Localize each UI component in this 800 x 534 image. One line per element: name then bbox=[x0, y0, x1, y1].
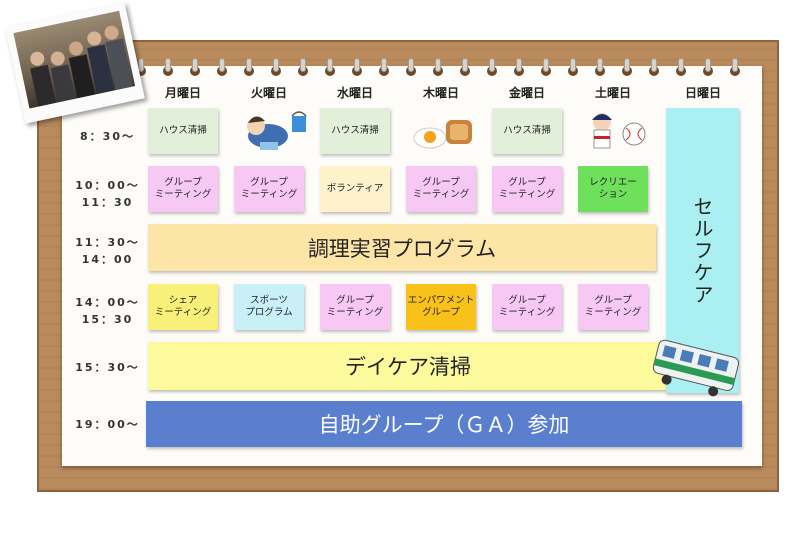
selfcare-label: セルフケア bbox=[690, 195, 714, 306]
train-icon bbox=[648, 334, 740, 404]
binder-ring bbox=[570, 58, 576, 72]
time-label-1900: 19：00～ bbox=[75, 418, 140, 431]
note-mon-house-cleaning: ハウス清掃 bbox=[148, 108, 218, 154]
cooking-program-band: 調理実習プログラム bbox=[148, 224, 656, 271]
time-label-1000: 10：00～11：30 bbox=[75, 179, 140, 209]
cleaning-illustration-icon bbox=[240, 106, 312, 156]
daycare-cleaning-band: デイケア清掃 bbox=[148, 342, 668, 390]
time-label-1530: 15：30～ bbox=[75, 361, 140, 374]
group-photo bbox=[5, 2, 145, 124]
time-label-1130: 11：30～14：00 bbox=[75, 236, 140, 266]
selfcare-column: セルフケア bbox=[666, 108, 739, 393]
note-sat-group-meeting: グループ ミーティング bbox=[578, 284, 648, 330]
baseball-icon bbox=[582, 106, 654, 156]
binder-ring bbox=[381, 58, 387, 72]
binder-ring bbox=[516, 58, 522, 72]
day-header-saturday: 土曜日 bbox=[594, 86, 631, 100]
binder-ring bbox=[435, 58, 441, 72]
binder-ring bbox=[408, 58, 414, 72]
note-wed-volunteer: ボランティア bbox=[320, 166, 390, 212]
note-fri-group-meeting: グループ ミーティング bbox=[492, 166, 562, 212]
note-fri-group-meeting: グループ ミーティング bbox=[492, 284, 562, 330]
binder-ring bbox=[651, 58, 657, 72]
note-thu-empowerment-group: エンパワメント グループ bbox=[406, 284, 476, 330]
breakfast-icon bbox=[412, 110, 478, 154]
note-wed-group-meeting: グループ ミーティング bbox=[320, 284, 390, 330]
day-header-tuesday: 火曜日 bbox=[250, 86, 287, 100]
binder-ring bbox=[219, 58, 225, 72]
note-fri-house-cleaning: ハウス清掃 bbox=[492, 108, 562, 154]
binder-ring bbox=[300, 58, 306, 72]
binder-ring bbox=[192, 58, 198, 72]
binder-ring bbox=[705, 58, 711, 72]
binder-ring bbox=[462, 58, 468, 72]
binder-ring bbox=[165, 58, 171, 72]
binder-ring bbox=[489, 58, 495, 72]
day-header-wednesday: 水曜日 bbox=[336, 86, 373, 100]
time-label-1400: 14：00～15：30 bbox=[75, 296, 140, 326]
day-header-monday: 月曜日 bbox=[164, 86, 201, 100]
day-header-thursday: 木曜日 bbox=[422, 86, 459, 100]
binder-ring bbox=[543, 58, 549, 72]
day-header-friday: 金曜日 bbox=[508, 86, 545, 100]
binder-ring bbox=[246, 58, 252, 72]
binder-ring bbox=[138, 58, 144, 72]
note-sat-recreation: レクリエー ション bbox=[578, 166, 648, 212]
binder-ring bbox=[624, 58, 630, 72]
note-tue-sports-program: スポーツ プログラム bbox=[234, 284, 304, 330]
note-mon-group-meeting: グループ ミーティング bbox=[148, 166, 218, 212]
binder-ring bbox=[732, 58, 738, 72]
note-thu-group-meeting: グループ ミーティング bbox=[406, 166, 476, 212]
note-tue-group-meeting: グループ ミーティング bbox=[234, 166, 304, 212]
binder-ring bbox=[597, 58, 603, 72]
time-label-0830: 8：30～ bbox=[80, 130, 135, 143]
note-mon-share-meeting: シェア ミーティング bbox=[148, 284, 218, 330]
binder-ring bbox=[327, 58, 333, 72]
day-header-sunday: 日曜日 bbox=[684, 86, 721, 100]
binder-ring bbox=[678, 58, 684, 72]
self-help-group-band: 自助グループ（ＧＡ）参加 bbox=[146, 401, 742, 447]
binder-ring bbox=[273, 58, 279, 72]
note-wed-house-cleaning: ハウス清掃 bbox=[320, 108, 390, 154]
binder-ring bbox=[354, 58, 360, 72]
